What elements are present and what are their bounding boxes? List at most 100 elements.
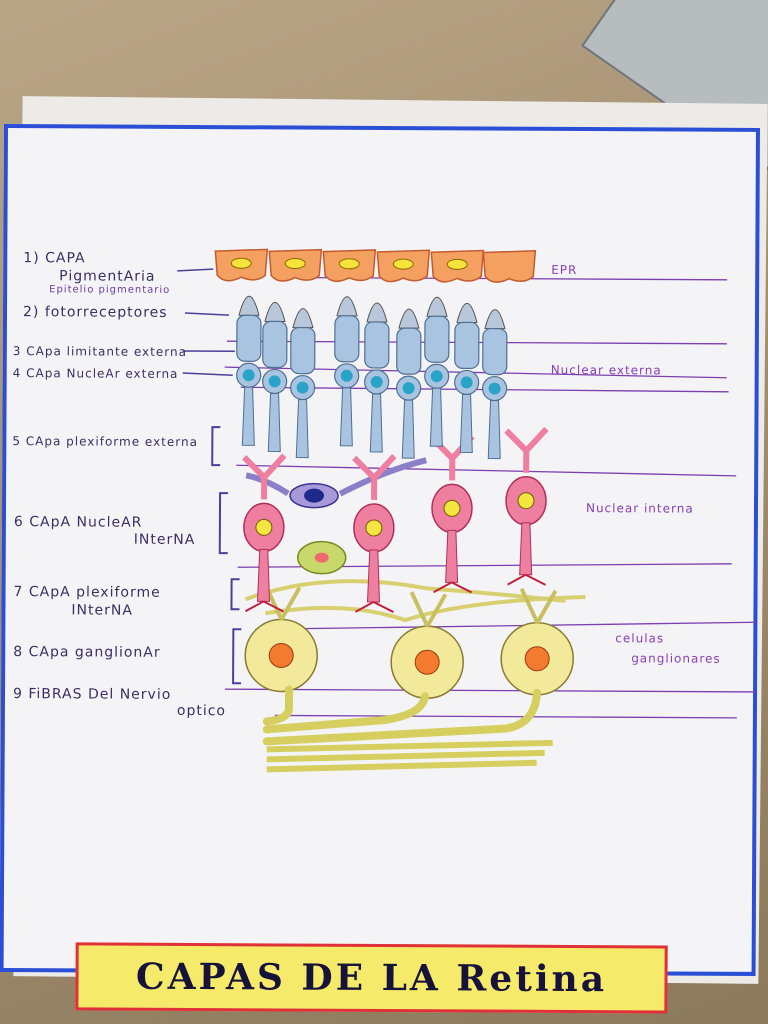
layer-label-1-sub: Epitelio pigmentario (49, 284, 171, 296)
photoreceptor-axon (369, 393, 383, 453)
photoreceptor-inner-segment (482, 327, 508, 376)
optic-nerve-fiber (262, 688, 542, 746)
optic-nerve-fiber (266, 749, 545, 763)
bipolar-terminal (507, 573, 547, 586)
photoreceptors (236, 295, 508, 460)
epithelium-nucleus (392, 258, 414, 270)
photoreceptor-inner-segment (396, 327, 422, 375)
photoreceptor-nucleus (460, 376, 473, 389)
photoreceptor-outer-segment (292, 308, 314, 329)
bipolar-terminal (433, 581, 473, 594)
bipolar-dendrite (352, 454, 397, 500)
bipolar-terminal (354, 601, 394, 613)
guide-line (236, 464, 737, 477)
photoreceptor-inner-segment (290, 326, 316, 375)
amacrine-nucleus (314, 552, 329, 563)
optic-nerve-fiber (262, 685, 294, 726)
photoreceptor-nucleus (488, 382, 501, 395)
photoreceptor-inner-segment (424, 315, 450, 363)
optic-nerve-fiber (266, 739, 553, 753)
epithelium-nucleus (284, 258, 306, 270)
photoreceptor-axon (267, 392, 281, 452)
bipolar-axon (256, 548, 271, 602)
region-label-nuclear-interna: Nuclear interna (585, 501, 694, 516)
layer-label-6-line2: INterNA (133, 531, 196, 549)
pigment-epithelium (214, 248, 537, 283)
photoreceptor-nucleus (402, 382, 415, 395)
region-label-nuclear-externa: Nuclear externa (550, 362, 662, 378)
label-pointer-line (184, 312, 230, 316)
layer-label-9: 9 FiBRAS Del Nervio (12, 686, 172, 703)
bipolar-nucleus (517, 492, 535, 510)
page-title: CAPAS DE LA Retina (135, 955, 608, 1001)
bipolar-dendrite (242, 453, 287, 500)
photoreceptor-inner-segment (236, 314, 262, 362)
bipolar-axon (445, 529, 459, 583)
photoreceptor-axon (487, 400, 501, 460)
bipolar-nucleus (365, 519, 383, 537)
layer-label-3: 3 CApa limitante externa (12, 344, 188, 359)
drawing-sheet: 1) CAPA PigmentAria Epitelio pigmentario… (0, 124, 760, 1014)
photoreceptor-axon (295, 399, 309, 459)
label-pointer-line (177, 268, 214, 272)
photoreceptor-inner-segment (364, 321, 390, 369)
bipolar-nucleus (443, 499, 461, 517)
ganglion-cells (244, 540, 586, 773)
photoreceptor-inner-segment (334, 315, 360, 363)
epithelium-nucleus (230, 257, 252, 269)
bipolar-cells (242, 426, 549, 613)
ganglion-nucleus (268, 642, 294, 668)
layer-bracket (211, 426, 221, 467)
photoreceptor-axon (429, 387, 443, 447)
region-label-celulas: celulas (615, 631, 665, 646)
photoreceptor-inner-segment (454, 321, 480, 370)
horizontal-cell-nucleus (304, 488, 325, 503)
layer-label-1-line2: PigmentAria (59, 268, 156, 285)
photoreceptor-outer-segment (366, 302, 388, 323)
ganglion-dendrite (519, 587, 558, 624)
retina-diagram (177, 248, 758, 773)
photoreceptor-nucleus (268, 375, 281, 388)
photoreceptor-outer-segment (398, 308, 420, 329)
photoreceptor-inner-segment (262, 320, 288, 369)
photoreceptor-axon (339, 387, 353, 447)
photoreceptor-axon (241, 386, 255, 446)
ganglion-nucleus (414, 649, 440, 675)
photoreceptor-nucleus (370, 375, 383, 388)
photoreceptor-nucleus (430, 370, 443, 383)
layer-bracket (218, 492, 229, 555)
region-label-ganglionares: ganglionares (631, 651, 721, 666)
layer-label-4: 4 CApa NucleAr externa (12, 366, 179, 381)
photoreceptor-axon (401, 399, 415, 459)
optic-nerve-fiber (262, 692, 430, 734)
inner-plexiform-branches (244, 579, 586, 623)
layer-label-2: 2) fotorreceptores (22, 304, 168, 321)
layer-label-8: 8 CApa ganglionAr (13, 644, 161, 661)
layer-bracket (232, 628, 242, 685)
layer-label-5: 5 CApa plexiforme externa (12, 434, 198, 450)
region-label-epr: EPR (551, 262, 578, 278)
bipolar-nucleus (255, 518, 273, 536)
photoreceptor-outer-segment (484, 309, 506, 330)
layer-brackets (177, 268, 242, 685)
photoreceptor-outer-segment (336, 296, 358, 317)
guide-line (274, 714, 737, 719)
photoreceptor-nucleus (296, 381, 309, 394)
layer-label-7-line2: INterNA (71, 602, 134, 619)
photoreceptor-outer-segment (426, 296, 448, 317)
title-banner: CAPAS DE LA Retina (75, 942, 668, 1014)
layer-label-7: 7 CApA plexiforme (13, 584, 161, 601)
epithelium-nucleus (338, 258, 360, 270)
bipolar-terminal (244, 600, 284, 613)
ganglion-dendrite (409, 591, 448, 628)
bipolar-axon (366, 549, 381, 603)
bipolar-axon (519, 522, 533, 576)
photoreceptor-nucleus (242, 369, 255, 382)
guide-line (225, 688, 758, 693)
epithelium-cell (482, 250, 537, 283)
photoreceptor-axon (459, 393, 473, 453)
optic-nerve-fiber (266, 759, 537, 773)
photoreceptor-outer-segment (264, 301, 286, 322)
epithelium-nucleus (446, 258, 468, 270)
layer-label-9-line2: optico (176, 702, 227, 720)
